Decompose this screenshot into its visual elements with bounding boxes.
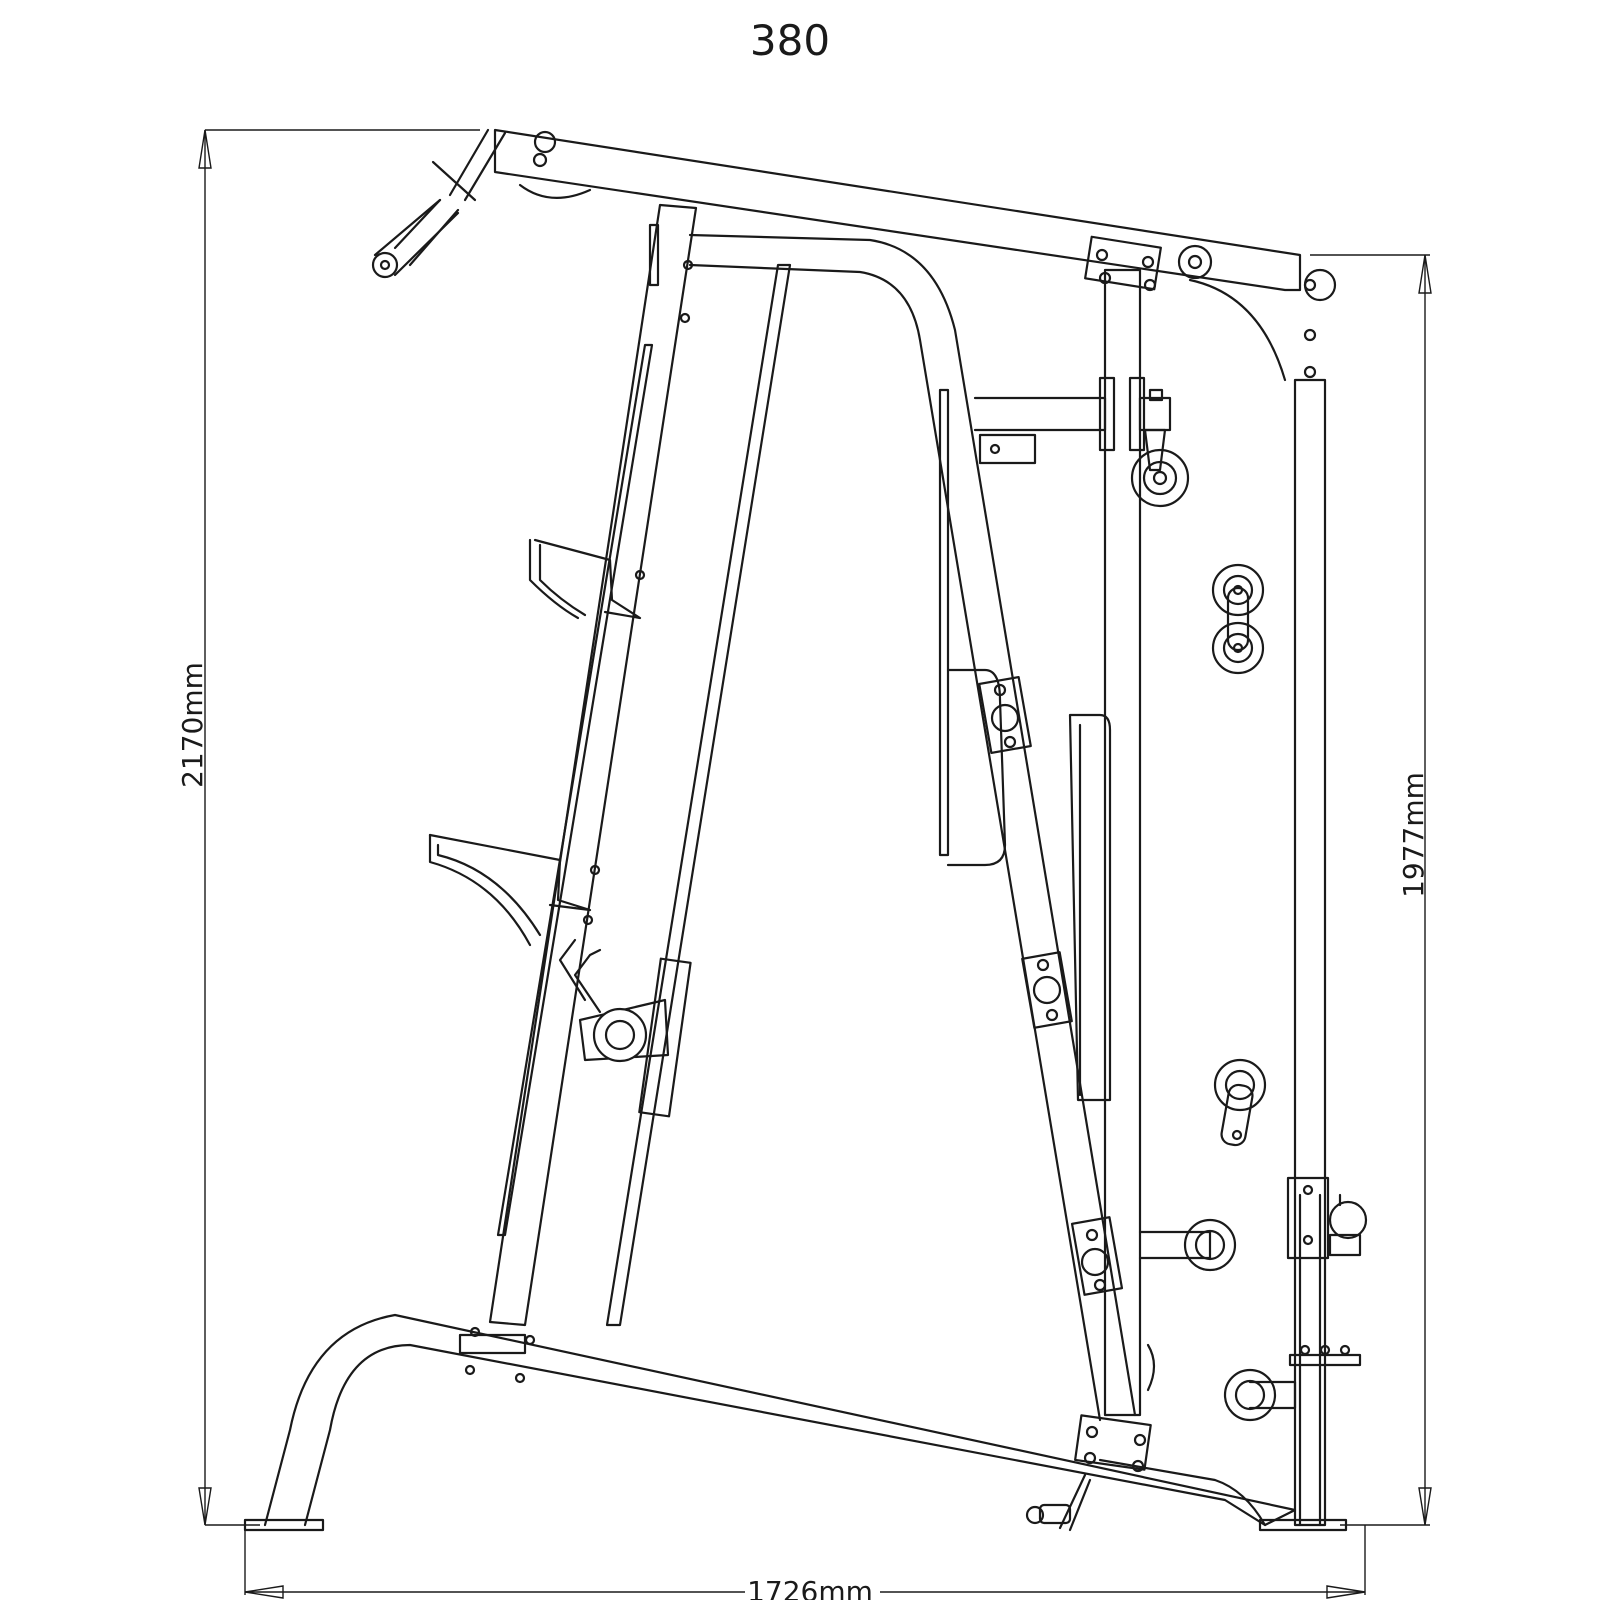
front-upright <box>488 203 698 1327</box>
front-foot <box>243 1518 325 1532</box>
length-label: 1726mm <box>747 1575 873 1600</box>
rear-right-post <box>1293 378 1327 1527</box>
arch-tube <box>688 233 1137 1422</box>
top-beam <box>493 128 1302 292</box>
rear-bracket <box>1286 1176 1368 1367</box>
lat-handle <box>371 128 507 279</box>
dimension-length: 1726mm <box>244 1525 1366 1600</box>
weight-horn-lower <box>428 833 592 947</box>
adjustment-plates <box>978 675 1124 1296</box>
rear-center-post <box>1103 268 1142 1417</box>
smith-carriage <box>558 938 692 1118</box>
guide-rod <box>605 263 792 1327</box>
backrest-pad <box>938 388 1112 1102</box>
model-number-label: 380 <box>750 16 830 65</box>
cable-pulleys <box>1130 448 1297 1422</box>
rear-foot <box>1258 1518 1348 1532</box>
rear-height-label: 1977mm <box>1397 772 1430 898</box>
weight-horn-upper <box>528 538 642 620</box>
floor-peg <box>1025 1473 1092 1532</box>
base-frame <box>263 1313 1297 1527</box>
dimension-overall-height: 2170mm <box>176 129 480 1526</box>
dimension-rear-height: 1977mm <box>1310 254 1432 1526</box>
overall-height-label: 2170mm <box>176 662 209 788</box>
machine-frame <box>243 128 1368 1532</box>
